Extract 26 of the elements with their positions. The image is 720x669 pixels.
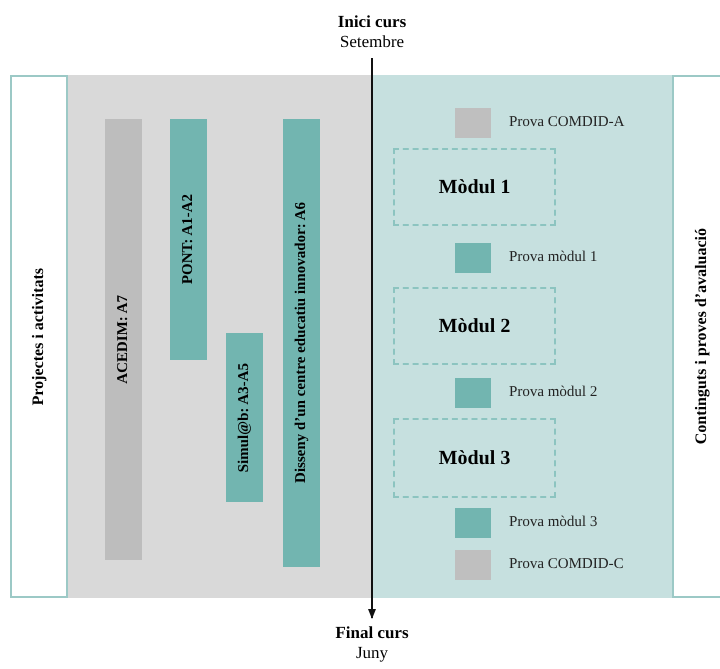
timeline-arrow bbox=[368, 58, 376, 619]
module-box: Mòdul 1 bbox=[393, 148, 556, 226]
contents-panel bbox=[372, 75, 672, 598]
activity-bar: PONT: A1-A2 bbox=[170, 119, 207, 360]
test-square bbox=[455, 243, 491, 273]
time-heading: Inici curs bbox=[338, 12, 406, 32]
activities-panel bbox=[68, 75, 372, 598]
test-label: Prova mòdul 3 bbox=[509, 514, 598, 531]
month-label: Juny bbox=[356, 643, 388, 663]
test-square bbox=[455, 550, 491, 580]
test-label: Prova COMDID-C bbox=[509, 556, 624, 573]
module-box: Mòdul 3 bbox=[393, 418, 556, 498]
test-label: Prova COMDID-A bbox=[509, 114, 624, 131]
activity-bar: Disseny d’un centre educatiu innovador: A6 bbox=[283, 119, 320, 567]
activity-bar: ACEDIM: A7 bbox=[105, 119, 142, 560]
side-panel: Continguts i proves d’avaluació bbox=[672, 75, 720, 598]
test-square bbox=[455, 508, 491, 538]
test-square bbox=[455, 108, 491, 138]
test-label: Prova mòdul 1 bbox=[509, 249, 598, 266]
month-label: Setembre bbox=[340, 32, 404, 52]
time-heading: Final curs bbox=[335, 623, 409, 643]
test-label: Prova mòdul 2 bbox=[509, 384, 598, 401]
side-panel: Projectes i activitats bbox=[10, 75, 68, 598]
module-box: Mòdul 2 bbox=[393, 287, 556, 365]
test-square bbox=[455, 378, 491, 408]
activity-bar: Simul@b: A3-A5 bbox=[226, 333, 263, 502]
